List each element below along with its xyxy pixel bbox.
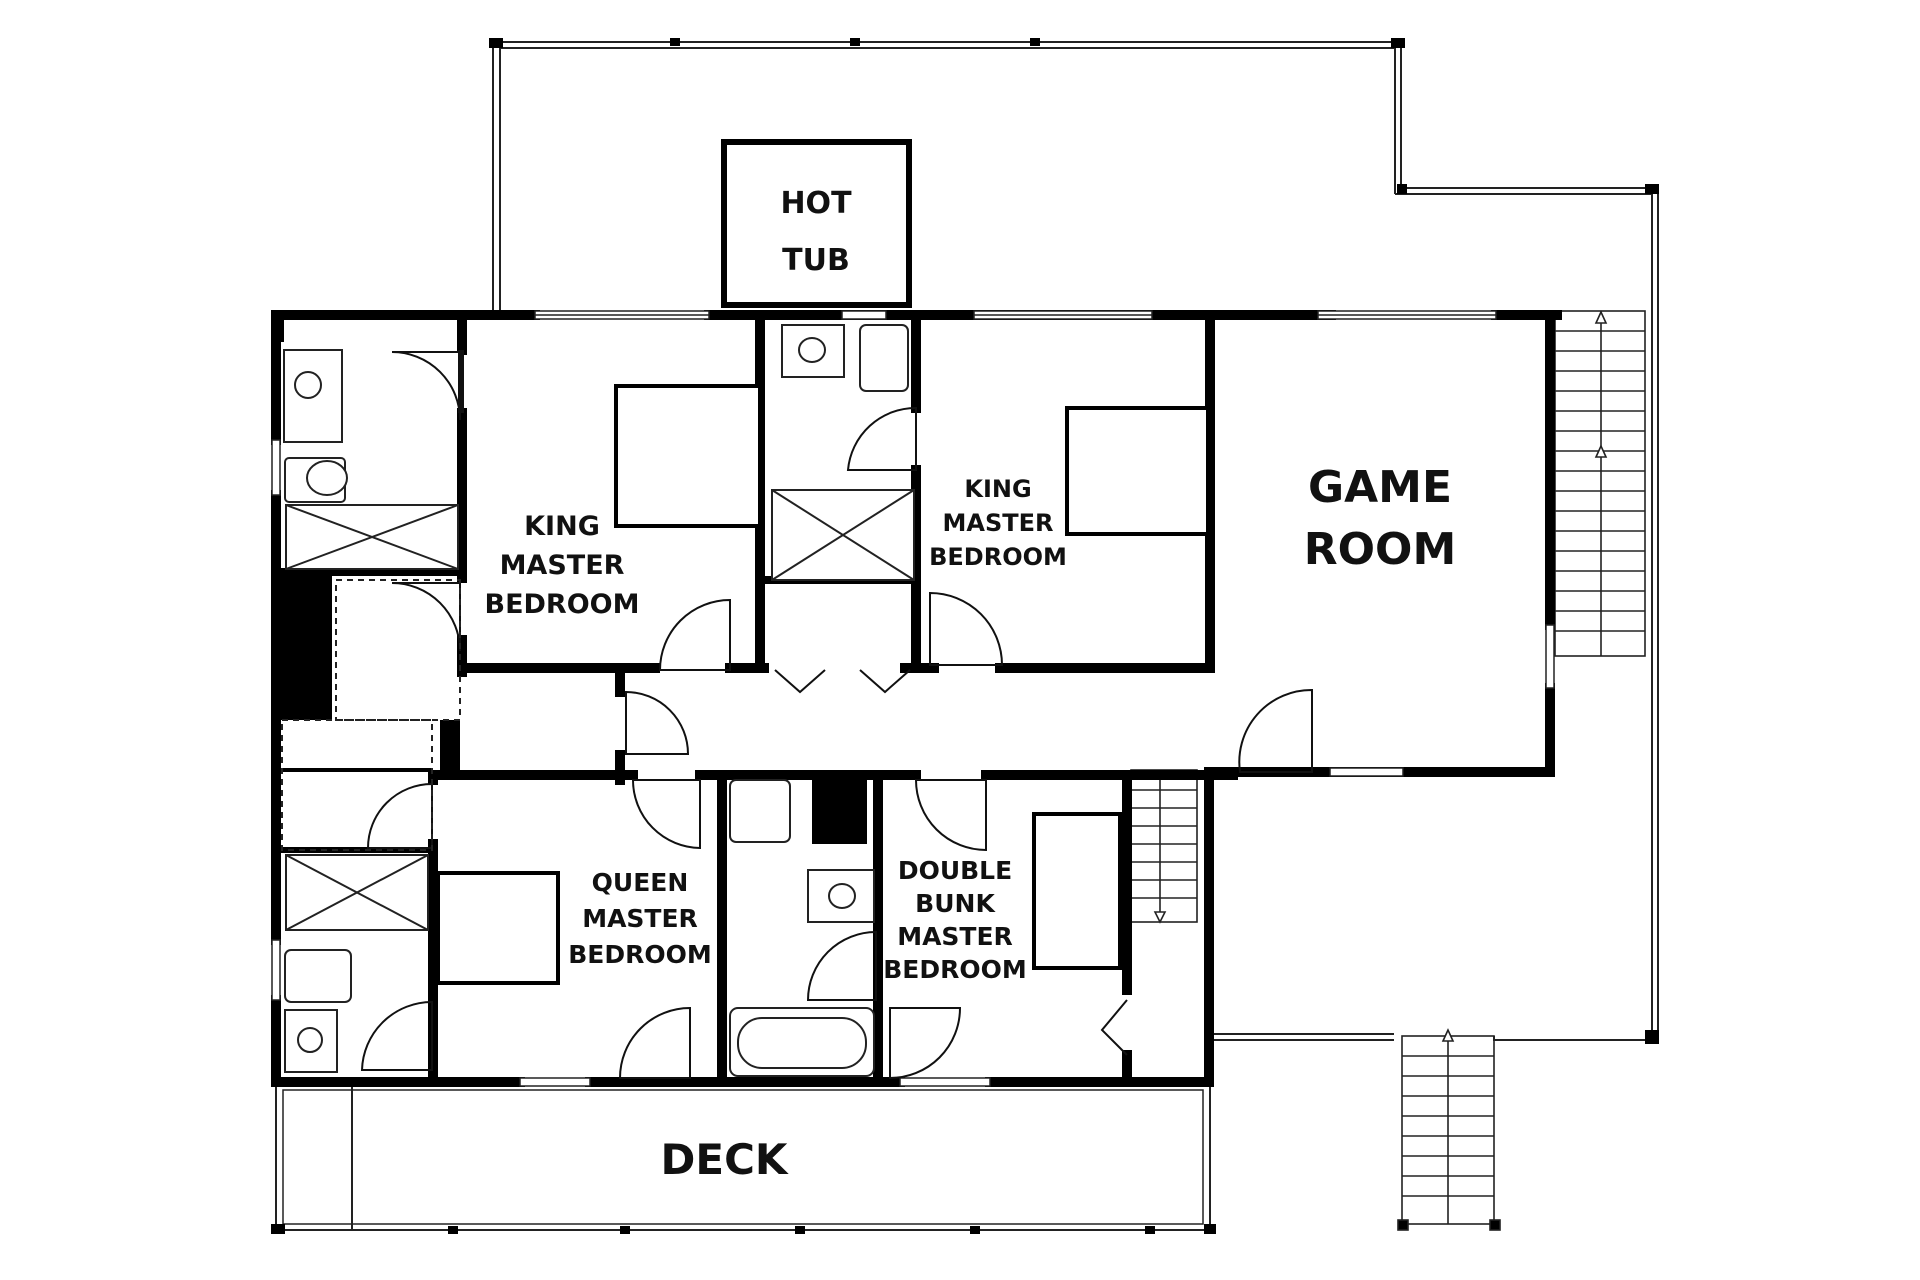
toilet [859,324,909,392]
queen-master-bedroom-line-1: QUEEN [592,868,689,897]
sink-counter [283,349,343,443]
king-master-bedroom-left-line-3: BEDROOM [485,589,640,620]
king-master-bedroom-center-line-3: BEDROOM [929,543,1067,571]
king-bed-left [614,384,762,528]
wall-blocks [272,310,867,844]
sink-counter [807,869,875,923]
king-master-bedroom-left-line-2: MASTER [500,550,625,581]
double-bunk-master-bedroom-line-3: MASTER [897,922,1013,951]
toilet [729,779,791,843]
king-bed-center [1065,406,1210,536]
toilet [284,949,352,1003]
deck-posts [489,38,1659,1044]
deck-label: DECK [661,1135,789,1184]
bunk-bed [1032,812,1122,970]
room-labels: KING MASTER BEDROOM KING MASTER BEDROOM … [485,462,1457,1184]
hot-tub-label-line-2: TUB [782,243,850,278]
double-bunk-master-bedroom-line-4: BEDROOM [883,955,1027,984]
double-bunk-master-bedroom-line-2: BUNK [915,889,996,918]
king-master-bedroom-center-line-2: MASTER [943,509,1054,537]
walls [271,310,1562,1087]
stairs-south [1397,1028,1501,1231]
fixtures [281,324,915,1077]
queen-master-bedroom-line-3: BEDROOM [568,940,712,969]
king-master-bedroom-left-line-1: KING [524,511,600,542]
stairs-interior [1130,769,1198,924]
queen-bed [436,871,560,985]
stairs-east [1554,310,1646,657]
hot-tub-label-line-1: HOT [780,186,852,221]
beds [436,384,1210,985]
game-room-line-1: GAME [1308,462,1452,513]
doors [360,350,1313,1080]
game-room-line-2: ROOM [1304,524,1456,575]
double-bunk-master-bedroom-line-1: DOUBLE [898,856,1012,885]
queen-master-bedroom-line-2: MASTER [582,904,698,933]
hot-tub [721,139,912,308]
upper-deck [492,41,1659,1041]
windows [271,310,1555,1087]
king-master-bedroom-center-line-1: KING [964,475,1031,503]
